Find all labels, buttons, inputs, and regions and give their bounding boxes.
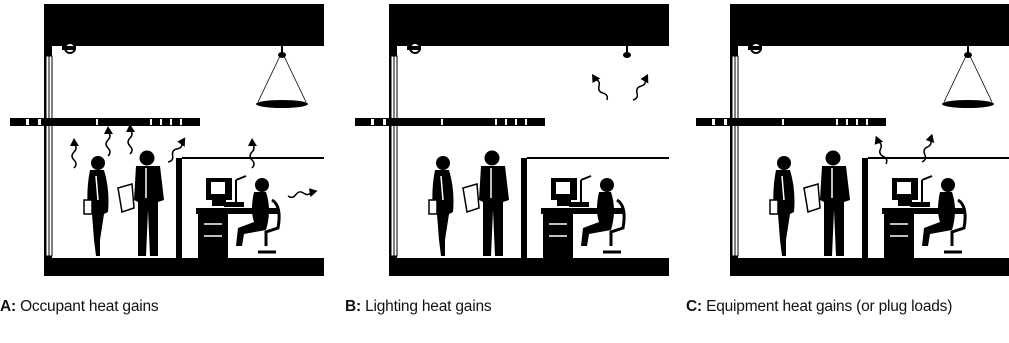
panel-caption: Occupant heat gains [20,298,158,315]
panel-lighting: B: Lighting heat gains [345,0,645,343]
heat-arrow-icon [104,126,113,156]
heat-arrow-icon [630,72,653,102]
panel-caption: Lighting heat gains [365,298,491,315]
equipment-heat-illustration [686,0,1009,290]
panel-occupant: A: Occupant heat gains [0,0,300,343]
heat-arrow-icon [918,132,937,163]
caption-occupant: A: Occupant heat gains [0,297,300,317]
heat-arrow-icon [589,72,612,102]
panel-letter: B: [345,298,361,315]
panel-equipment: C: Equipment heat gains (or plug loads) [686,0,986,343]
caption-lighting: B: Lighting heat gains [345,297,645,317]
caption-equipment: C: Equipment heat gains (or plug loads) [686,297,976,317]
heat-arrow-icon [872,134,891,165]
heat-arrow-icon [248,138,257,168]
heat-arrow-icon [70,138,79,168]
heat-arrow-icon [287,187,318,201]
heat-arrow-icon [126,124,135,154]
lighting-heat-illustration [345,0,675,290]
occupant-heat-illustration [0,0,330,290]
panel-letter: C: [686,298,702,315]
panel-caption: Equipment heat gains (or plug loads) [706,298,952,315]
panel-letter: A: [0,298,16,315]
